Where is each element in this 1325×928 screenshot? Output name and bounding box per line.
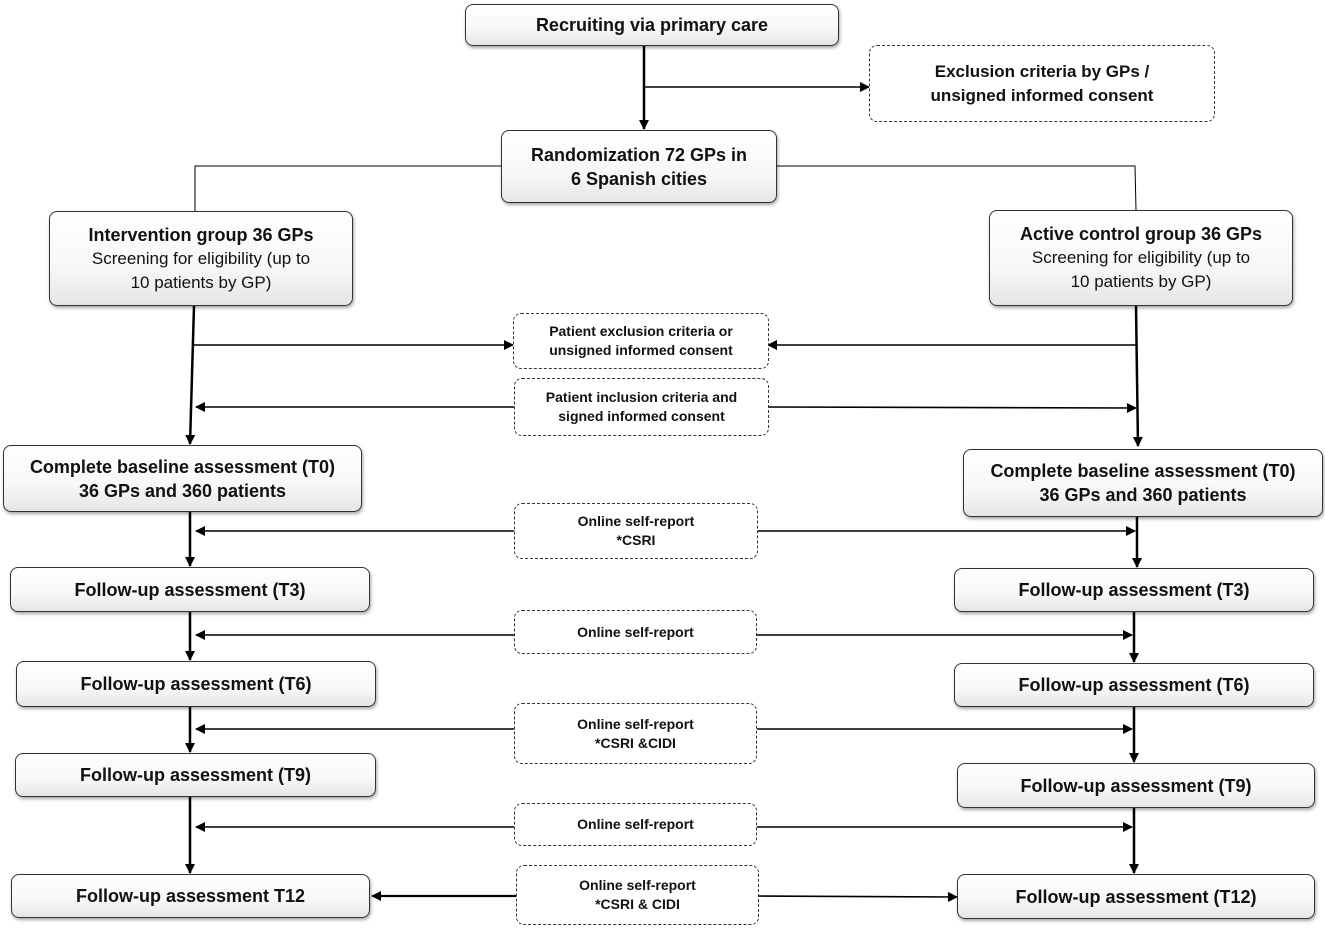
patient-inclusion-box: Patient inclusion criteria and signed in… (514, 378, 769, 436)
self-report-5-line1: Online self-report (579, 877, 696, 893)
self-report-1-line1: Online self-report (577, 513, 695, 529)
self-report-4-line1: Online self-report (577, 816, 694, 832)
randomization-box: Randomization 72 GPs in 6 Spanish cities (501, 130, 777, 203)
left-followup-t6-label: Follow-up assessment (T6) (80, 674, 312, 694)
right-followup-t3-label: Follow-up assessment (T3) (1018, 580, 1250, 600)
randomization-line1: Randomization 72 GPs in (530, 144, 748, 165)
patient-inclusion-line2: signed informed consent (558, 408, 725, 424)
self-report-2-line1: Online self-report (577, 623, 694, 640)
left-followup-t12-label: Follow-up assessment T12 (75, 886, 306, 906)
self-report-1-line2: *CSRI (616, 532, 656, 548)
arrow-intervention-to-baseline (185, 305, 196, 445)
intervention-line3: 10 patients by GP) (130, 272, 272, 292)
self-report-box-3: Online self-report *CSRI &CIDI (514, 703, 757, 764)
control-line3: 10 patients by GP) (1070, 272, 1212, 291)
self-report-box-4: Online self-report (514, 803, 757, 846)
right-followup-t12-label: Follow-up assessment (T12) (1015, 886, 1257, 907)
right-followup-t12: Follow-up assessment (T12) (957, 874, 1315, 919)
baseline-left-line1: Complete baseline assessment (T0) (29, 456, 336, 477)
self-report-5-line2: *CSRI & CIDI (595, 896, 680, 912)
left-followup-t9-label: Follow-up assessment (T9) (79, 765, 312, 785)
branch-to-intervention (194, 165, 501, 211)
baseline-left-line2: 36 GPs and 360 patients (78, 480, 287, 501)
right-followup-t9: Follow-up assessment (T9) (957, 763, 1315, 808)
baseline-right-box: Complete baseline assessment (T0) 36 GPs… (963, 449, 1323, 517)
self-report-box-1: Online self-report *CSRI (514, 503, 758, 559)
intervention-line2: Screening for eligibility (up to (91, 248, 311, 268)
self-report-box-5: Online self-report *CSRI & CIDI (516, 865, 759, 925)
left-followup-t12: Follow-up assessment T12 (11, 874, 370, 918)
recruit-label: Recruiting via primary care (535, 15, 769, 35)
patient-exclusion-line2: unsigned informed consent (549, 342, 733, 358)
left-followup-t3: Follow-up assessment (T3) (10, 567, 370, 612)
gp-exclusion-line1: Exclusion criteria by GPs / (934, 61, 1150, 81)
control-group-box: Active control group 36 GPs Screening fo… (989, 210, 1293, 306)
intervention-group-box: Intervention group 36 GPs Screening for … (49, 211, 353, 306)
self-report-3-line1: Online self-report (577, 715, 694, 732)
patient-inclusion-line1: Patient inclusion criteria and (545, 389, 738, 405)
randomization-line2: 6 Spanish cities (570, 168, 708, 189)
left-followup-t6: Follow-up assessment (T6) (16, 661, 376, 707)
baseline-right-line1: Complete baseline assessment (T0) (990, 461, 1296, 481)
arrow-inclusion-to-right (767, 402, 1137, 413)
right-followup-t6-label: Follow-up assessment (T6) (1018, 675, 1250, 695)
patient-exclusion-box: Patient exclusion criteria or unsigned i… (513, 313, 769, 369)
arrow-control-to-baseline (1132, 305, 1143, 447)
recruit-box: Recruiting via primary care (465, 4, 839, 46)
branch-to-control (777, 165, 1137, 211)
self-report-box-2: Online self-report (514, 610, 757, 654)
right-followup-t6: Follow-up assessment (T6) (954, 663, 1314, 707)
baseline-right-line2: 36 GPs and 360 patients (1039, 485, 1247, 505)
left-followup-t3-label: Follow-up assessment (T3) (74, 579, 306, 600)
patient-exclusion-line1: Patient exclusion criteria or (549, 323, 733, 339)
control-title: Active control group 36 GPs (1019, 224, 1263, 244)
left-followup-t9: Follow-up assessment (T9) (15, 753, 376, 797)
baseline-left-box: Complete baseline assessment (T0) 36 GPs… (3, 445, 362, 512)
control-line2: Screening for eligibility (up to (1031, 248, 1251, 267)
gp-exclusion-line2: unsigned informed consent (930, 85, 1154, 105)
intervention-title: Intervention group 36 GPs (88, 224, 314, 245)
gp-exclusion-box: Exclusion criteria by GPs / unsigned inf… (869, 45, 1215, 122)
right-followup-t9-label: Follow-up assessment (T9) (1020, 775, 1252, 796)
right-followup-t3: Follow-up assessment (T3) (954, 568, 1314, 612)
self-report-3-line2: *CSRI &CIDI (595, 734, 676, 751)
arrow-sr5-to-right-t12 (757, 891, 958, 902)
